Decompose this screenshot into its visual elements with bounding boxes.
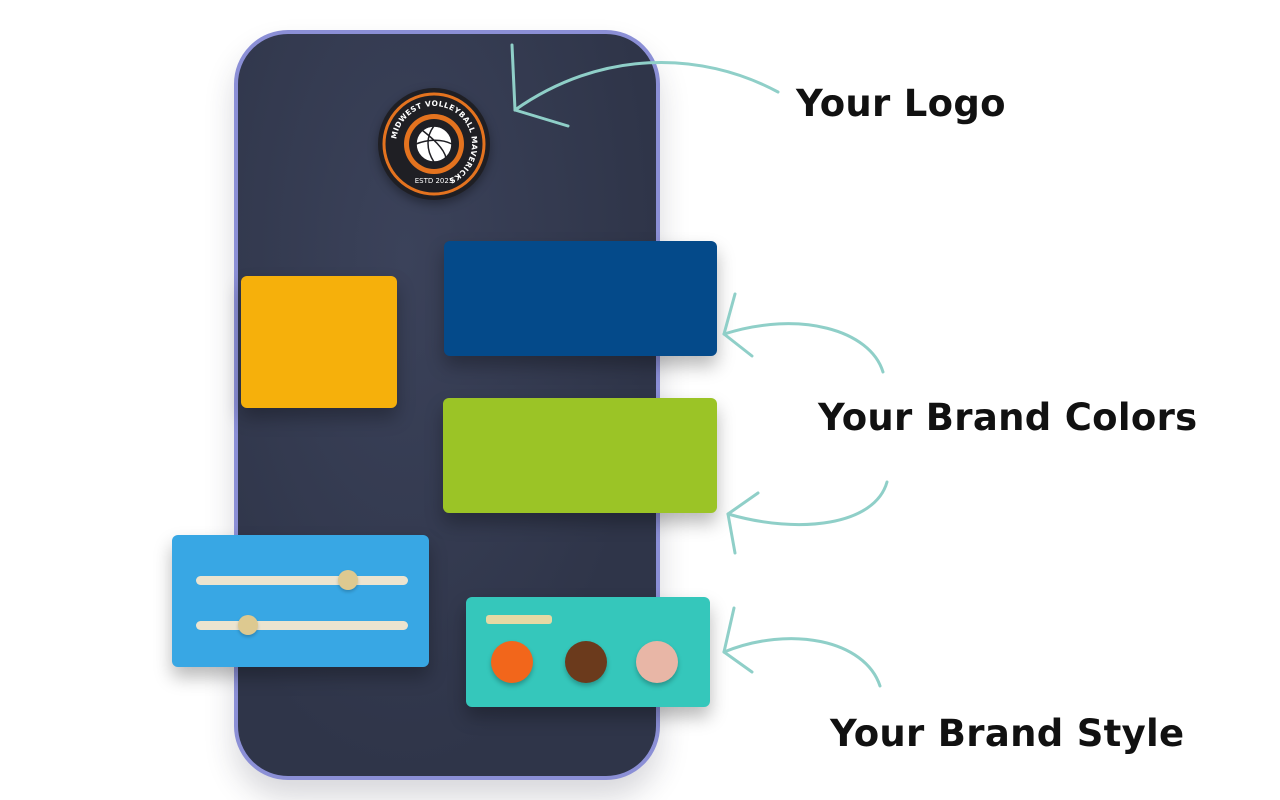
style-swatch-orange	[491, 641, 533, 683]
label-your-brand-style: Your Brand Style	[830, 712, 1185, 755]
slider-knob	[338, 570, 358, 590]
arrow-colors-upper	[722, 322, 885, 374]
arrowhead-style	[722, 650, 754, 674]
slider-track	[196, 570, 408, 590]
arrowhead-colors-lower	[726, 491, 760, 516]
label-your-brand-colors: Your Brand Colors	[818, 396, 1198, 439]
brand-color-swatch-blue	[444, 241, 717, 356]
brand-style-card	[466, 597, 710, 707]
slider-knob	[238, 615, 258, 635]
slider-track	[196, 615, 408, 635]
style-bar	[486, 615, 552, 624]
arrowhead-style	[722, 606, 736, 654]
label-your-logo: Your Logo	[796, 82, 1006, 125]
slider-card	[172, 535, 429, 667]
arrow-style	[722, 637, 882, 688]
volleyball-icon	[415, 125, 453, 163]
arrowhead-colors-upper	[722, 292, 737, 336]
arrowhead-colors-upper	[722, 332, 754, 358]
brand-color-swatch-green	[443, 398, 717, 513]
logo-established-text: ESTD 2023	[415, 177, 454, 185]
style-swatch-peach	[636, 641, 678, 683]
arrow-colors-lower	[726, 480, 889, 527]
brand-logo: MIDWEST VOLLEYBALL MAVERICKS ESTD 2023	[378, 88, 490, 200]
brand-color-swatch-yellow	[241, 276, 397, 408]
logo-badge: MIDWEST VOLLEYBALL MAVERICKS ESTD 2023	[380, 90, 488, 198]
style-swatch-brown	[565, 641, 607, 683]
arrowhead-colors-lower	[726, 512, 737, 555]
